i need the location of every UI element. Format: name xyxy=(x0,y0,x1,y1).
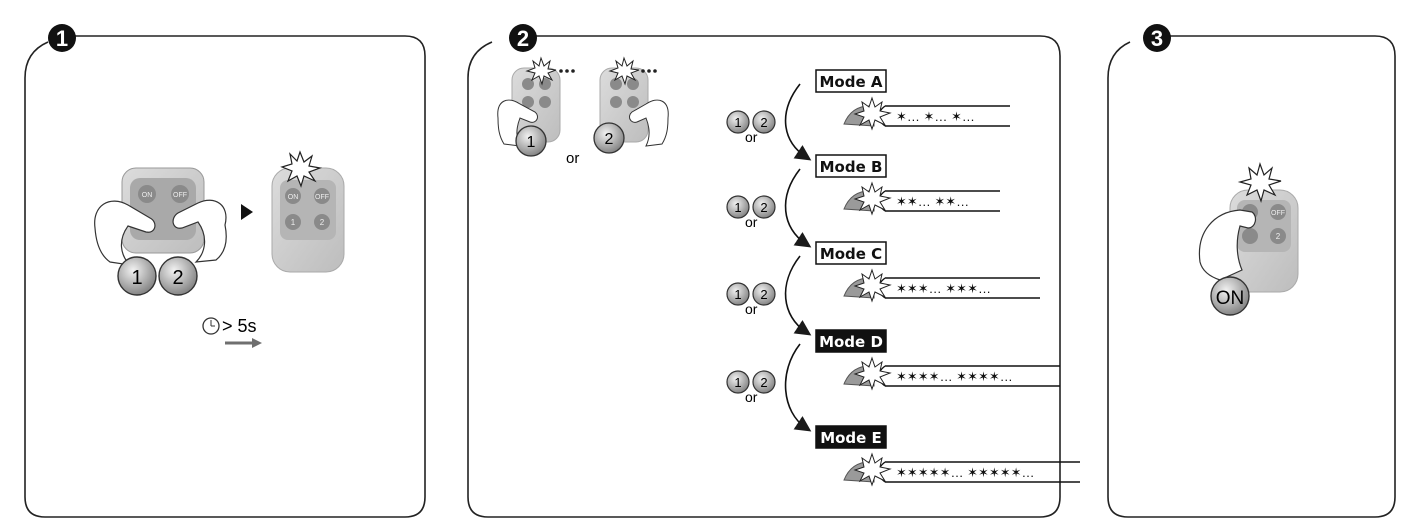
transition-arrow xyxy=(784,83,812,161)
led-flash-icon xyxy=(280,150,323,188)
led-flash-icon xyxy=(608,56,640,86)
led-flash-icon xyxy=(853,181,892,216)
remote-press-1 xyxy=(497,56,575,147)
key-on-label: ON xyxy=(288,194,299,201)
hold-duration-label: > 5s xyxy=(222,316,257,336)
mode-label: Mode A xyxy=(820,73,883,91)
flash-pattern: ✶✶… ✶✶… xyxy=(896,194,969,209)
button-1-label: 1 xyxy=(734,287,741,302)
button-1-icon xyxy=(726,195,750,219)
led-flash-icon xyxy=(525,56,557,86)
step-3-number: 3 xyxy=(1151,26,1163,51)
mode-label: Mode B xyxy=(820,158,883,176)
key-1-label: 1 xyxy=(291,218,296,227)
step-3-panel: 3 OFF 2 ON xyxy=(1107,24,1396,518)
flash-pattern: ✶✶✶… ✶✶✶… xyxy=(896,281,991,296)
flash-pattern: ✶✶✶✶… ✶✶✶✶… xyxy=(896,369,1013,384)
mode-label-box xyxy=(815,425,887,449)
remote-on-press: OFF 2 xyxy=(1198,162,1299,293)
key-off-label: OFF xyxy=(1271,210,1285,217)
key-on-label: ON xyxy=(142,192,153,199)
left-hand xyxy=(94,200,156,266)
led-flash-icon xyxy=(853,452,892,487)
step-1-number: 1 xyxy=(56,26,68,51)
button-2-label: 2 xyxy=(760,200,767,215)
remote-in-hands: ON OFF xyxy=(94,167,227,266)
or-label: or xyxy=(745,214,758,230)
remote-led-flashing: ON OFF 1 2 xyxy=(271,150,345,273)
button-2-label: 2 xyxy=(605,131,614,148)
hand xyxy=(1198,209,1257,281)
mode-label: Mode E xyxy=(820,429,882,447)
led-flash-icon xyxy=(853,356,892,391)
or-label: or xyxy=(745,301,758,317)
step-1-badge xyxy=(48,24,76,52)
flash-pattern: ✶… ✶… ✶… xyxy=(896,109,975,124)
button-2-icon xyxy=(593,122,625,154)
step-1-panel: 1 ON OFF 1 2 ON OFF 1 xyxy=(24,24,426,518)
button-1-label: 1 xyxy=(527,134,536,151)
key-2-label: 2 xyxy=(320,218,325,227)
button-2-label: 2 xyxy=(760,115,767,130)
button-1-label: 1 xyxy=(734,200,741,215)
or-label: or xyxy=(745,129,758,145)
led-flash-icon xyxy=(853,268,892,303)
button-1-label: 1 xyxy=(734,375,741,390)
flash-pattern: ✶✶✶✶✶… ✶✶✶✶✶… xyxy=(896,465,1035,480)
mode-label: Mode D xyxy=(819,333,883,351)
or-label: or xyxy=(566,150,579,167)
key-2-label: 2 xyxy=(1276,232,1281,241)
button-2-icon xyxy=(752,195,776,219)
button-1-icon xyxy=(515,125,547,157)
button-1-label: 1 xyxy=(131,267,142,289)
on-button-icon xyxy=(1210,276,1250,316)
led-flash-icon xyxy=(853,96,892,131)
button-1-icon xyxy=(726,110,750,134)
mode-label: Mode C xyxy=(820,245,882,263)
on-button-label: ON xyxy=(1216,288,1245,309)
button-2-label: 2 xyxy=(760,287,767,302)
right-hand xyxy=(172,199,227,263)
transition-arrow xyxy=(784,343,812,432)
key-off-label: OFF xyxy=(173,192,187,199)
transition-arrow xyxy=(784,168,812,248)
transition-arrow xyxy=(784,255,812,336)
step-3-badge xyxy=(1143,24,1171,52)
key-off-label: OFF xyxy=(315,194,329,201)
button-1-icon xyxy=(117,256,157,296)
button-1-label: 1 xyxy=(734,115,741,130)
or-label: or xyxy=(745,389,758,405)
step-2-badge xyxy=(509,24,537,52)
step-2-number: 2 xyxy=(517,26,529,51)
play-arrow-icon xyxy=(241,204,253,220)
led-flash-icon xyxy=(1237,162,1282,203)
button-2-icon xyxy=(752,370,776,394)
mode-label-box xyxy=(815,241,887,265)
button-2-icon xyxy=(752,110,776,134)
mode-label-box xyxy=(815,154,887,178)
mode-label-box xyxy=(815,69,887,93)
button-1-icon xyxy=(726,282,750,306)
button-2-icon xyxy=(158,256,198,296)
button-1-icon xyxy=(726,370,750,394)
button-2-icon xyxy=(752,282,776,306)
button-2-label: 2 xyxy=(172,267,183,289)
button-2-label: 2 xyxy=(760,375,767,390)
mode-label-box xyxy=(815,329,887,353)
